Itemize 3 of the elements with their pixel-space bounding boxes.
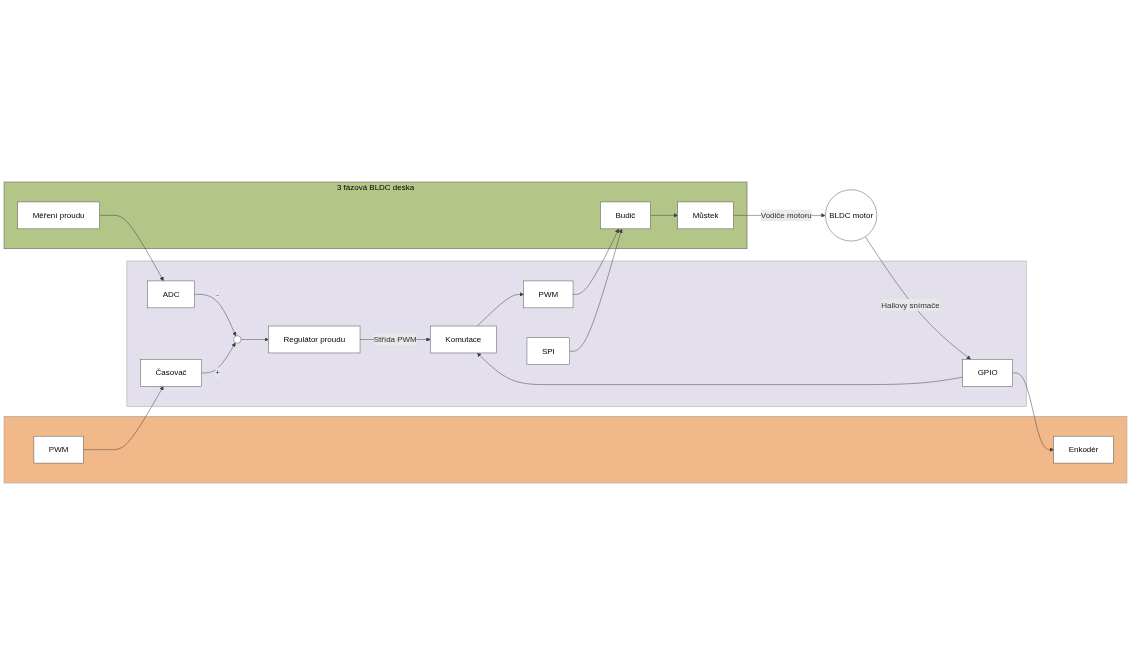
cluster	[126, 261, 1027, 407]
node-circle	[233, 336, 242, 344]
cluster	[3, 416, 1128, 484]
